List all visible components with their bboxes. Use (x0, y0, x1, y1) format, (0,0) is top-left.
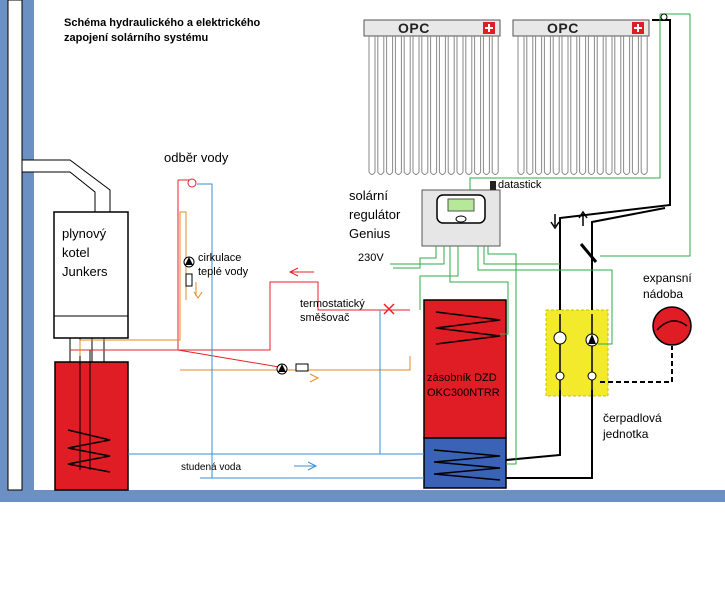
vacuum-tube (535, 36, 543, 175)
vacuum-tube (614, 36, 622, 175)
vacuum-tube (570, 36, 578, 175)
vacuum-tube (447, 36, 455, 175)
vacuum-tube (465, 36, 473, 175)
vacuum-tube (403, 36, 411, 175)
expansion-vessel (652, 306, 692, 346)
check-valve-icon (185, 273, 193, 287)
tank-label: zásobník DZD OKC300NTRR (427, 371, 500, 401)
voltage-label: 230V (358, 252, 384, 264)
circulation-label-1: cirkulace (198, 252, 242, 264)
dhw-storage-tank (423, 299, 507, 489)
expansion-pipe (600, 346, 673, 383)
vacuum-tube (605, 36, 613, 175)
vacuum-tube (491, 36, 499, 175)
air-vent-icon (660, 13, 668, 21)
vacuum-tube (421, 36, 429, 175)
vacuum-tube (623, 36, 631, 175)
title-line-2: zapojení solárního systému (64, 32, 209, 44)
vacuum-tube (394, 36, 402, 175)
regulator-label: solární regulátor Genius (349, 186, 400, 243)
vacuum-tube (587, 36, 595, 175)
pump-unit (545, 309, 609, 397)
cold-water-pipes (128, 183, 424, 479)
mixer-pump-triangle-icon (278, 364, 286, 372)
hot-water-pipes (70, 179, 410, 369)
boiler-storage-tank (54, 350, 129, 491)
vacuum-tube (526, 36, 534, 175)
vacuum-tube (640, 36, 648, 175)
title-line-1: Schéma hydraulického a elektrického (64, 17, 261, 29)
regulator-label-2: regulátor (349, 207, 401, 222)
collector-brand-left: OPC (398, 20, 430, 36)
mixer-label: termostatický směšovač (300, 297, 365, 325)
pump-triangle-icon (588, 334, 596, 344)
water-draw-label: odběr vody (164, 150, 229, 165)
vacuum-tube (474, 36, 482, 175)
circulation-pump-triangle-icon (185, 257, 193, 265)
tank-label-2: OKC300NTRR (427, 387, 500, 399)
ground-strip (0, 490, 725, 502)
swiss-cross-icon (485, 24, 493, 32)
expansion-label: expansní nádoba (643, 270, 692, 302)
signal-wires (390, 13, 691, 465)
diagram-title: Schéma hydraulického a elektrického zapo… (64, 16, 304, 46)
mixer-label-2: směšovač (300, 312, 350, 324)
vacuum-tube (552, 36, 560, 175)
regulator-label-3: Genius (349, 226, 391, 241)
pump-unit-label: čerpadlová jednotka (603, 410, 662, 442)
vacuum-tube (579, 36, 587, 175)
cold-flow-arrow-icon (307, 461, 318, 471)
vacuum-tube (517, 36, 525, 175)
vacuum-tube (438, 36, 446, 175)
gas-boiler (53, 211, 129, 362)
vacuum-tube (386, 36, 394, 175)
cold-water-label: studená voda (181, 462, 242, 473)
pump-unit-label-1: čerpadlová (603, 411, 662, 425)
boiler-label-1: plynový (62, 226, 107, 241)
vacuum-tube (368, 36, 376, 175)
solar-regulator (421, 181, 501, 247)
circulation-label-2: teplé vody (198, 266, 249, 278)
datastick-label: datastick (498, 179, 542, 191)
vacuum-tube (543, 36, 551, 175)
vacuum-tube (430, 36, 438, 175)
pump-unit-label-2: jednotka (603, 427, 649, 441)
tap-icon (187, 178, 197, 188)
orange-flow-arrow-icon (309, 373, 320, 383)
thermostatic-mixer-valve-icon (383, 303, 395, 315)
expansion-label-2: nádoba (643, 287, 684, 301)
vacuum-tube (456, 36, 464, 175)
vacuum-tube (412, 36, 420, 175)
chimney (0, 0, 111, 492)
tank-label-1: zásobník DZD (427, 372, 497, 384)
vacuum-tube (561, 36, 569, 175)
vacuum-tube (631, 36, 639, 175)
vacuum-tube (482, 36, 490, 175)
flow-check-icon (295, 363, 309, 372)
collector-brand-right: OPC (547, 20, 579, 36)
flowmeter-icon (553, 331, 567, 345)
boiler-label-3: Junkers (62, 264, 108, 279)
circulation-pipes (79, 211, 411, 371)
mixer-label-1: termostatický (300, 298, 365, 310)
expansion-label-1: expansní (643, 271, 692, 285)
boiler-label-2: kotel (62, 245, 90, 260)
vacuum-tube (377, 36, 385, 175)
solar-collector-right (512, 19, 650, 175)
regulator-label-1: solární (349, 188, 389, 203)
vacuum-tube (596, 36, 604, 175)
solar-collector-left (363, 19, 501, 175)
swiss-cross-icon (634, 24, 642, 32)
circ-flow-arrow-icon (193, 291, 203, 299)
boiler-label: plynový kotel Junkers (62, 224, 126, 281)
circulation-label: cirkulace teplé vody (198, 251, 248, 279)
datastick-icon (490, 181, 496, 190)
hot-flow-arrow-icon (288, 267, 299, 277)
